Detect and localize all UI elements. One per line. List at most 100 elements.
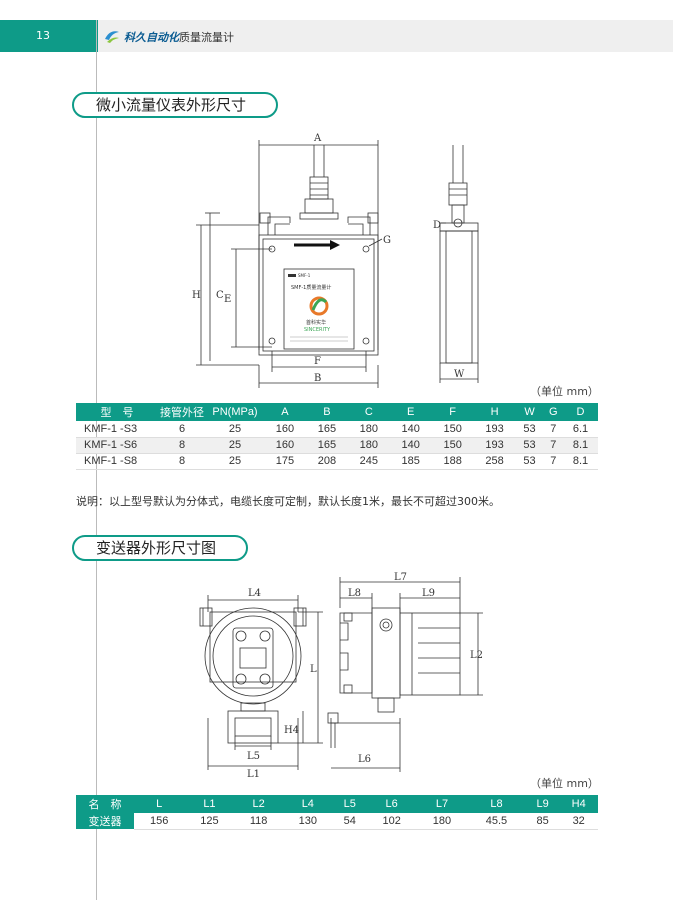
dim-label-l5: L5 bbox=[247, 751, 260, 762]
col-header: G bbox=[543, 403, 564, 421]
nameplate-brand-cn: 首科实华 bbox=[306, 319, 326, 326]
table-cell: 140 bbox=[389, 437, 432, 454]
table-cell: 45.5 bbox=[467, 813, 526, 830]
table-cell: 8 bbox=[158, 437, 206, 454]
dim-label-e: E bbox=[224, 294, 231, 305]
section-title-sensor: 微小流量仪表外形尺寸 bbox=[72, 92, 278, 118]
table-cell: 7 bbox=[543, 421, 564, 438]
col-header: L9 bbox=[525, 795, 560, 813]
col-header: L1 bbox=[184, 795, 235, 813]
nameplate-model: SMF-1质量流量计 bbox=[291, 284, 331, 291]
dim-label-l1: L1 bbox=[247, 769, 260, 778]
col-header: E bbox=[389, 403, 432, 421]
table-cell: 32 bbox=[559, 813, 598, 830]
unit-note-2: （单位 mm） bbox=[530, 777, 599, 790]
col-header: F bbox=[431, 403, 474, 421]
table-cell: 125 bbox=[184, 813, 235, 830]
header-subtitle: 质量流量计 bbox=[179, 31, 234, 44]
dim-label-g: G bbox=[383, 235, 391, 246]
nameplate-brand-en: SINCERITY bbox=[304, 327, 331, 333]
transmitter-dimension-drawing: L4 L H4 L5 L1 L7 L8 L9 L2 L6 bbox=[199, 572, 483, 778]
table-cell: 180 bbox=[347, 421, 390, 438]
table-cell: 150 bbox=[431, 421, 474, 438]
table-cell: 188 bbox=[431, 453, 474, 470]
col-header: H4 bbox=[559, 795, 598, 813]
col-header: 型 号 bbox=[76, 403, 158, 421]
table-cell: 175 bbox=[264, 453, 306, 470]
table-cell: KMF-1 -S3 bbox=[76, 421, 158, 438]
dim-label-f: F bbox=[314, 356, 321, 367]
section-title-transmitter: 变送器外形尺寸图 bbox=[72, 535, 248, 561]
col-header: L6 bbox=[366, 795, 417, 813]
dim-label-l4: L4 bbox=[248, 588, 261, 599]
col-header: A bbox=[264, 403, 306, 421]
header-bar bbox=[98, 20, 673, 52]
col-header: L7 bbox=[416, 795, 468, 813]
table-cell: 7 bbox=[543, 453, 564, 470]
dim-label-l: L bbox=[310, 664, 317, 675]
col-header: W bbox=[515, 403, 544, 421]
dim-label-l6: L6 bbox=[358, 754, 371, 765]
table-cell: 185 bbox=[389, 453, 432, 470]
table-cell: 53 bbox=[515, 453, 544, 470]
col-header: L2 bbox=[234, 795, 283, 813]
table-cell: 118 bbox=[234, 813, 283, 830]
transmitter-spec-table: 名 称 L L1 L2 L4 L5 L6 L7 L8 L9 H4 变送器 156… bbox=[76, 795, 598, 830]
table-cell: 7 bbox=[543, 437, 564, 454]
table-cell: 165 bbox=[305, 437, 348, 454]
dim-label-d: D bbox=[433, 220, 441, 231]
table-cell: 150 bbox=[431, 437, 474, 454]
table-cell: 193 bbox=[473, 437, 516, 454]
unit-note-1: （单位 mm） bbox=[530, 385, 599, 398]
table-cell: 160 bbox=[264, 421, 306, 438]
table-cell: 258 bbox=[473, 453, 516, 470]
section-title-sensor-text: 微小流量仪表外形尺寸 bbox=[96, 96, 247, 114]
dim-label-l9: L9 bbox=[422, 588, 435, 599]
col-header: L4 bbox=[282, 795, 333, 813]
table-cell: 8.1 bbox=[563, 437, 598, 454]
col-header: D bbox=[563, 403, 598, 421]
table-header-row: 名 称 L L1 L2 L4 L5 L6 L7 L8 L9 H4 bbox=[76, 795, 598, 813]
brand-logo-icon bbox=[105, 31, 119, 43]
col-header: PN(MPa) bbox=[206, 403, 264, 421]
col-header: H bbox=[473, 403, 516, 421]
dim-label-b: B bbox=[314, 373, 321, 384]
page-header: 13 科久自动化 质量流量计 bbox=[0, 20, 673, 52]
table-cell: 180 bbox=[416, 813, 468, 830]
dim-label-h4: H4 bbox=[284, 725, 299, 736]
dim-label-w: W bbox=[454, 369, 465, 380]
dim-label-l7: L7 bbox=[394, 572, 407, 583]
dim-label-l2: L2 bbox=[470, 650, 483, 661]
table-cell: 54 bbox=[332, 813, 367, 830]
table-cell: 193 bbox=[473, 421, 516, 438]
col-header: 名 称 bbox=[76, 795, 134, 813]
brand-name: 科久自动化 bbox=[124, 31, 179, 44]
row-label: 变送器 bbox=[76, 813, 134, 829]
dim-label-l8: L8 bbox=[348, 588, 361, 599]
dim-label-a: A bbox=[313, 133, 322, 144]
table-cell: 102 bbox=[366, 813, 417, 830]
page-number: 13 bbox=[0, 20, 98, 52]
table-cell: 156 bbox=[134, 813, 185, 830]
table-cell: 25 bbox=[206, 437, 264, 454]
col-header: L5 bbox=[332, 795, 367, 813]
table-cell: 140 bbox=[389, 421, 432, 438]
sensor-note: 说明：以上型号默认为分体式，电缆长度可定制，默认长度1米，最长不可超过300米。 bbox=[76, 495, 500, 508]
table-cell: 53 bbox=[515, 421, 544, 438]
col-header: 接管外径 bbox=[158, 403, 206, 421]
table-cell: 53 bbox=[515, 437, 544, 454]
table-cell: 6.1 bbox=[563, 421, 598, 438]
section-title-transmitter-text: 变送器外形尺寸图 bbox=[96, 539, 217, 557]
table-cell: 165 bbox=[305, 421, 348, 438]
table-row: KMF-1 -S8 8 25 175 208 245 185 188 258 5… bbox=[76, 453, 598, 470]
table-cell: 130 bbox=[282, 813, 333, 830]
table-cell: 8.1 bbox=[563, 453, 598, 470]
table-row: KMF-1 -S3 6 25 160 165 180 140 150 193 5… bbox=[76, 421, 598, 438]
table-header-row: 型 号 接管外径 PN(MPa) A B C E F H W G D bbox=[76, 403, 598, 421]
col-header: C bbox=[347, 403, 390, 421]
table-cell: 180 bbox=[347, 437, 390, 454]
table-cell: 208 bbox=[305, 453, 348, 470]
sensor-spec-table: 型 号 接管外径 PN(MPa) A B C E F H W G D KMF-1… bbox=[76, 403, 598, 470]
table-cell: 25 bbox=[206, 453, 264, 470]
table-cell: 8 bbox=[158, 453, 206, 470]
